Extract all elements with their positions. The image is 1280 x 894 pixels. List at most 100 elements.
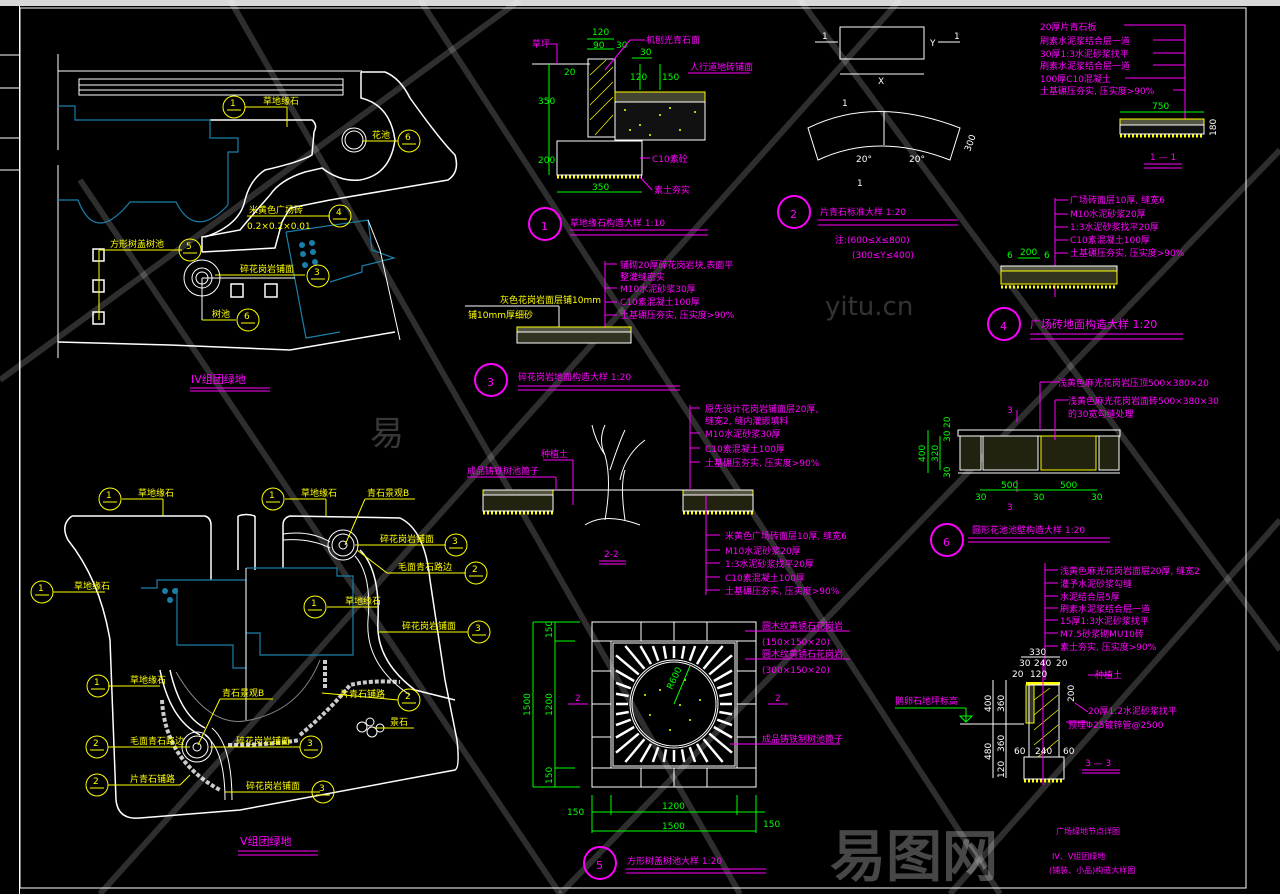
layer-label: 土基碾压夯实, 压实度>90% bbox=[705, 457, 820, 469]
layer-label: C10素混凝土100厚 bbox=[1070, 234, 1150, 246]
material-label: 成品铸铁制树池篦子 bbox=[762, 733, 843, 745]
leader-label: 毛面青石路边 bbox=[398, 561, 452, 573]
layer-label: 素土夯实, 压实度>90% bbox=[1060, 641, 1157, 653]
side-label: 灰色花岗岩面层铺10mm bbox=[500, 294, 601, 306]
bubble-number: 3 bbox=[475, 624, 481, 634]
bubble-number: 1 bbox=[311, 599, 317, 609]
angle: 20° bbox=[856, 155, 872, 165]
detail-bubbles: 1 1 3 2 1 1 3 1 2 2 3 2 3 bbox=[30, 487, 491, 804]
dimension: 120 bbox=[592, 28, 609, 38]
dimension: 120 bbox=[630, 73, 647, 83]
layer-label: 1:3水泥砂浆找平20厚 bbox=[725, 558, 814, 570]
dimension: 30 bbox=[943, 430, 953, 442]
layer-label: C10素混凝土100厚 bbox=[705, 443, 785, 455]
bubble-number: 3 bbox=[307, 739, 313, 749]
leader-label: 0.2×0.2×0.01 bbox=[247, 222, 311, 232]
grate-bar bbox=[716, 718, 733, 727]
material-label: 的30宽勾缝处理 bbox=[1068, 408, 1133, 420]
dimension: 30 bbox=[1033, 493, 1045, 503]
grate-bar bbox=[695, 645, 709, 665]
section-cut-mark: 3 bbox=[1007, 503, 1013, 513]
section-mark: 1 bbox=[857, 179, 863, 189]
section-mark: 1 bbox=[954, 32, 960, 42]
grate-bars bbox=[615, 645, 733, 763]
leader-label: 碎花岗岩铺面 bbox=[236, 735, 290, 747]
grate-bar bbox=[719, 692, 733, 698]
grate-bar bbox=[716, 681, 733, 690]
dimension: 350 bbox=[538, 97, 555, 107]
grate-bar bbox=[615, 669, 635, 683]
leader-label: 碎花岗岩铺面 bbox=[402, 620, 456, 632]
detail-title: 圆形花池池壁构造大样 1:20 bbox=[972, 524, 1085, 536]
watermark-glyph: 易 bbox=[370, 414, 404, 454]
dimension: 20 bbox=[564, 68, 576, 78]
layer-label: 铺砌20厚碎花岗岩块,表面平 bbox=[620, 259, 733, 271]
material-label: 人行道地砖铺面 bbox=[690, 61, 753, 73]
dimension: 20 bbox=[1056, 659, 1068, 669]
leader-label: 草地缘石 bbox=[130, 674, 166, 686]
detail-4-plaza-tile: 广场砖面层10厚, 缝宽6 M10水泥砂浆20厚 1:3水泥砂浆找平20厚 C1… bbox=[987, 194, 1185, 341]
grate-bar bbox=[680, 645, 686, 659]
dimension: 60 bbox=[1014, 747, 1026, 757]
window-title-strip bbox=[0, 0, 1280, 6]
detail-title: 草地缘石构造大样 1:10 bbox=[570, 217, 665, 229]
layer-label: 30厚1:3水泥砂浆找平 bbox=[1040, 48, 1129, 60]
detail-number: 1 bbox=[541, 220, 548, 233]
material-label: 机刨光青石面 bbox=[646, 34, 700, 46]
dimension: 120 bbox=[997, 761, 1007, 778]
grate-bar bbox=[615, 732, 640, 754]
dimension: 30 bbox=[943, 466, 953, 478]
bubble-number: 3 bbox=[319, 784, 325, 794]
layer-label: 广场砖面层10厚, 缝宽6 bbox=[1070, 194, 1165, 206]
grate-bar bbox=[688, 645, 697, 662]
leader-label: 米黄色广场砖 bbox=[249, 204, 303, 216]
grate-bar bbox=[624, 645, 646, 670]
layer-label: M10水泥砂浆20厚 bbox=[725, 545, 801, 557]
dimension: Y bbox=[929, 39, 936, 49]
dimension: 1200 bbox=[545, 693, 555, 716]
drawing-subject: IV、V组团绿地 bbox=[1052, 851, 1105, 861]
side-label: 铺10mm厚细砂 bbox=[468, 309, 533, 321]
size-note: 注:(600≤X≤800) bbox=[835, 234, 910, 246]
detail-title: 广场砖地面构造大样 1:20 bbox=[1030, 317, 1157, 331]
detail-1-curb: 120 90 30 20 350 200 350 30 120 150 草坪 机… bbox=[528, 28, 753, 241]
material-label: (150×150×20) bbox=[762, 638, 830, 648]
layer-label: 刷素水泥浆结合层一道 bbox=[1040, 35, 1130, 47]
bubble-number: 4 bbox=[336, 208, 342, 218]
dimension: 240 bbox=[1035, 747, 1052, 757]
leader-label: 花池 bbox=[372, 129, 390, 141]
drawing-name: 广场绿地节点详图 bbox=[1056, 826, 1120, 836]
bubble-number: 1 bbox=[106, 491, 112, 501]
dimension: 30 bbox=[1019, 659, 1031, 669]
bubble-number: 3 bbox=[452, 537, 458, 547]
dimension: 480 bbox=[984, 743, 994, 760]
section-cut-mark: 3 bbox=[1007, 406, 1013, 416]
leader-label: 树池 bbox=[212, 308, 230, 320]
dimension: 30 bbox=[975, 493, 987, 503]
section-2-2: 种植土 成品铸铁树池篦子 原先设计花岗岩铺面层20厚, 缝宽2, 缝内灌嵌填料 … bbox=[467, 403, 847, 597]
grate-bar bbox=[695, 743, 709, 763]
dimension: 120 bbox=[1030, 670, 1047, 680]
layer-label: 土基碾压夯实, 压实度>90% bbox=[1040, 85, 1155, 97]
material-label: 浅黄色麻光花岗岩压顶500×380×20 bbox=[1058, 377, 1209, 389]
detail-3-granite: 铺砌20厚碎花岗岩块,表面平 整灌缝密实 M10水泥砂浆30厚 C10素混凝土1… bbox=[465, 259, 735, 397]
leader-label: 片青石铺路 bbox=[340, 688, 385, 700]
bubble-number: 2 bbox=[405, 692, 411, 702]
dimension: 320 bbox=[931, 445, 941, 462]
dimension: 1200 bbox=[662, 802, 685, 812]
grate-bar bbox=[615, 654, 640, 676]
plan-v-title: V组团绿地 bbox=[240, 834, 292, 848]
detail-number: 5 bbox=[596, 859, 603, 872]
title-block: 广场绿地节点详图 IV、V组团绿地 (铺装、小品)构造大样图 bbox=[1049, 826, 1135, 875]
dimension: 180 bbox=[1209, 119, 1219, 136]
dimension: 400 bbox=[918, 445, 928, 462]
layer-label: 缝宽2, 缝内灌嵌填料 bbox=[705, 415, 788, 427]
detail-6-planter-wall: 浅黄色麻光花岗岩压顶500×380×20 浅黄色麻光花岗岩面砖500×380×3… bbox=[918, 377, 1219, 557]
bubble-number: 1 bbox=[38, 584, 44, 594]
bubble-number: 1 bbox=[94, 678, 100, 688]
grate-bar bbox=[615, 692, 629, 698]
grate-bar bbox=[639, 743, 653, 763]
grate-bar bbox=[702, 645, 724, 670]
leader-label: 草地缘石 bbox=[74, 580, 110, 592]
